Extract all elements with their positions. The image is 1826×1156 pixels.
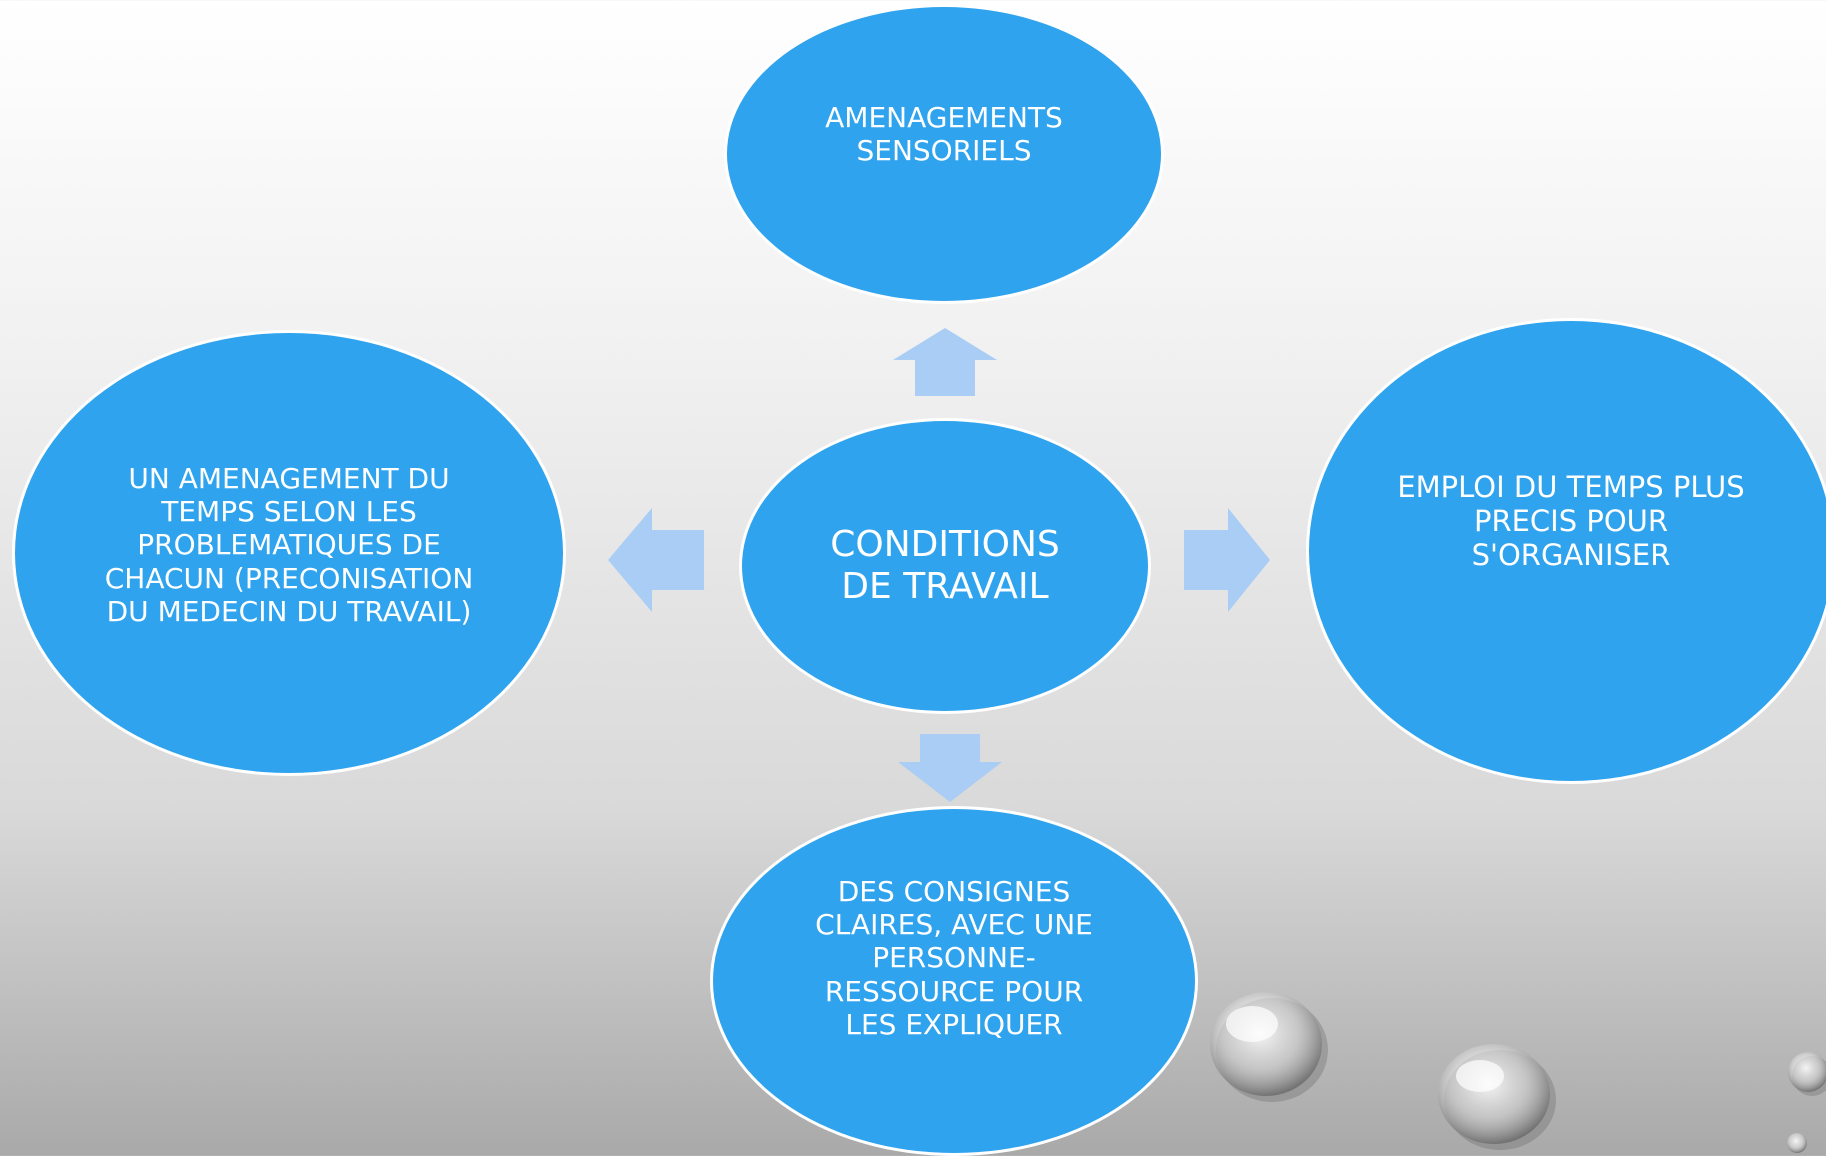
node-left: UN AMENAGEMENT DU TEMPS SELON LES PROBLE…: [12, 330, 566, 776]
node-top-label: AMENAGEMENTS SENSORIELS: [825, 100, 1063, 167]
node-left-label: UN AMENAGEMENT DU TEMPS SELON LES PROBLE…: [104, 462, 474, 628]
water-drop-icon: [1210, 992, 1328, 1102]
node-right-label: EMPLOI DU TEMPS PLUS PRECIS POUR S'ORGAN…: [1397, 469, 1745, 573]
node-top: AMENAGEMENTS SENSORIELS: [724, 4, 1164, 304]
node-bottom-label: DES CONSIGNES CLAIRES, AVEC UNE PERSONNE…: [815, 875, 1093, 1041]
water-drop-icon: [1788, 1052, 1826, 1096]
arrow-right-icon: [1184, 508, 1270, 612]
water-drop-icon: [1787, 1133, 1807, 1153]
node-right: EMPLOI DU TEMPS PLUS PRECIS POUR S'ORGAN…: [1306, 318, 1826, 784]
water-drop-icon: [1438, 1044, 1556, 1150]
arrow-up-icon: [893, 328, 997, 396]
arrow-left-icon: [608, 508, 704, 612]
node-center-label: CONDITIONS DE TRAVAIL: [830, 523, 1060, 607]
node-center: CONDITIONS DE TRAVAIL: [739, 418, 1151, 714]
arrow-down-icon: [898, 734, 1002, 802]
node-bottom: DES CONSIGNES CLAIRES, AVEC UNE PERSONNE…: [710, 806, 1198, 1156]
